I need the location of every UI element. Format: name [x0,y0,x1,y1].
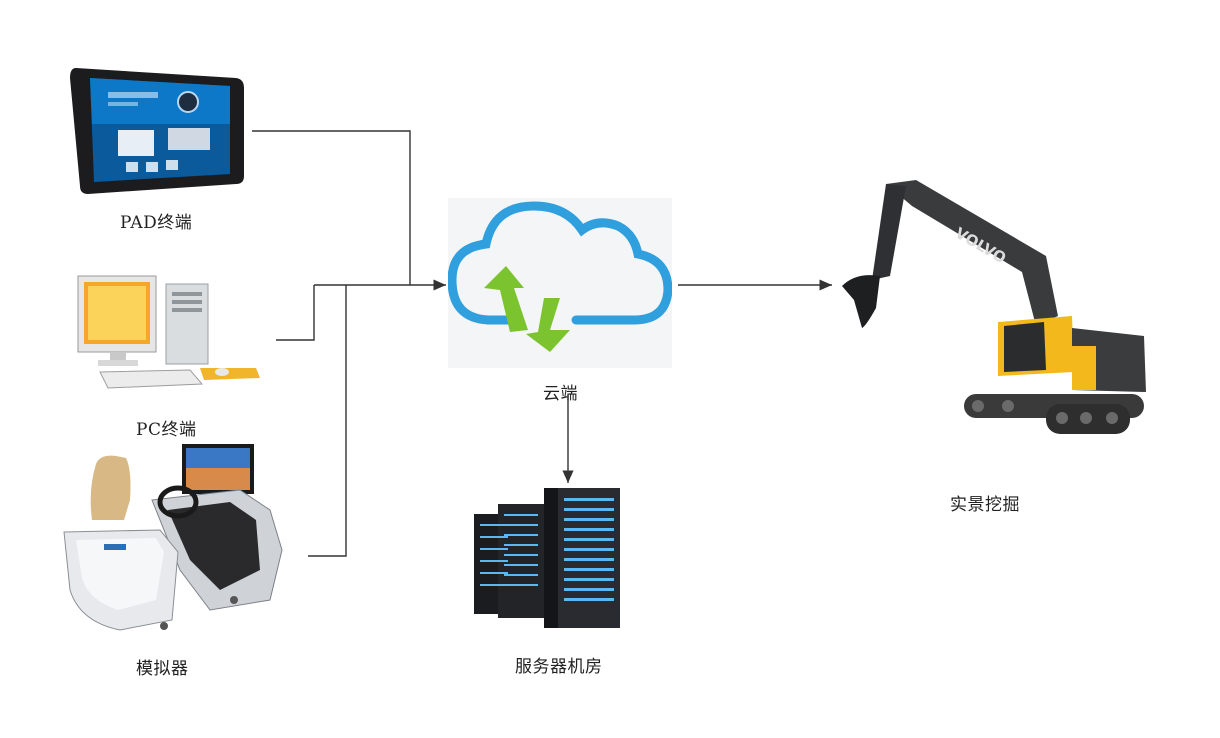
pad-connector [252,130,411,285]
excavator-icon: VOLVO [842,180,1146,434]
server-room [470,484,630,634]
server-rack-icon [474,488,620,628]
desktop-computer-icon [77,275,260,389]
pc-connector [276,285,315,341]
excavator-label: 实景挖掘 [950,495,1020,515]
pad-label: PAD终端 [120,213,193,233]
driving-simulator-icon [63,444,283,631]
server-label: 服务器机房 [515,657,603,677]
cloud-label: 云端 [543,384,578,404]
simulator-label: 模拟器 [136,659,189,679]
cloud-sync-icon [447,201,673,352]
cloud [447,198,673,368]
pad-terminal [68,64,248,194]
pc-terminal [70,272,270,402]
simulator-connector [308,285,347,557]
pc-label: PC终端 [136,420,197,440]
excavator: VOLVO [836,176,1156,446]
tablet-icon [70,68,244,194]
simulator [60,440,290,640]
